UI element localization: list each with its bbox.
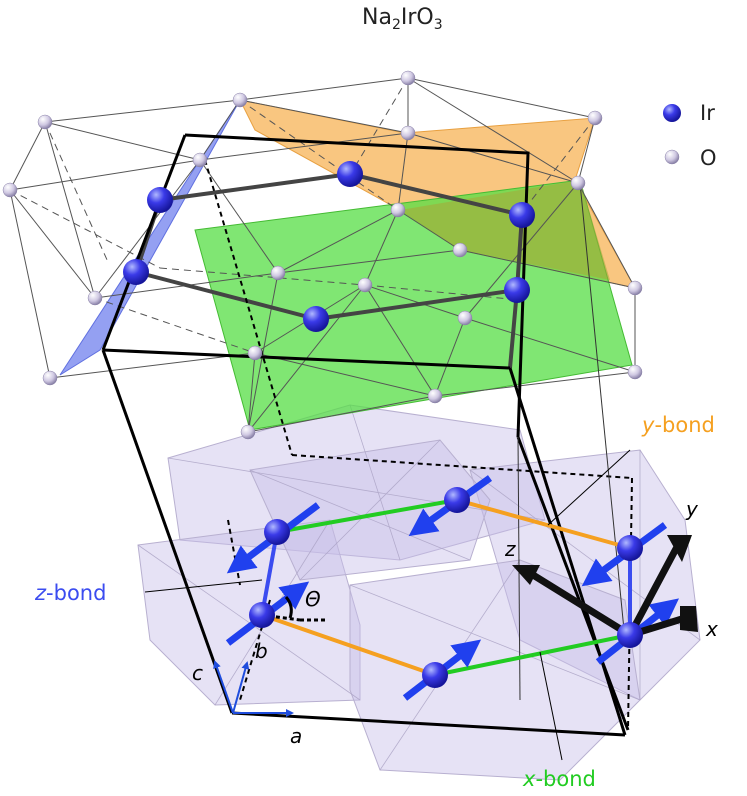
oxygen-atom [42, 370, 58, 386]
theta-label: Θ [305, 587, 321, 611]
upper-octahedra-wireframe [9, 77, 636, 433]
iridium-atom [123, 259, 149, 285]
theta-arc [284, 596, 293, 619]
oxygen-atom [240, 424, 256, 440]
olive-overlap [400, 180, 610, 280]
spin-x-label: x [705, 617, 718, 641]
iridium-atom [303, 306, 329, 332]
oxygen-atom [270, 265, 286, 281]
oxygen-atom [390, 202, 406, 218]
z-bond-label: z-bond [34, 581, 106, 605]
axis-c-label: c [192, 661, 203, 685]
iridium-atom [337, 161, 363, 187]
x-bond-line [434, 633, 631, 677]
oxygen-atom [570, 175, 586, 191]
legend-ir-label: Ir [700, 101, 715, 125]
oxygen-atom [232, 92, 248, 108]
formula-title: Na2IrO3 [362, 5, 443, 33]
oxygen-atom [400, 125, 416, 141]
y-bond-line [456, 498, 631, 550]
oxygen-atom [627, 364, 643, 380]
x-bond-line [276, 498, 458, 534]
oxygen-atom [627, 280, 643, 296]
oxygen-atom [587, 110, 603, 126]
y-bond-label: y-bond [641, 413, 715, 437]
oxygen-atom [457, 310, 473, 326]
z-bond-leader [144, 579, 263, 593]
iridium-atom [249, 602, 275, 628]
oxygen-atom [357, 277, 373, 293]
iridium-atom [422, 662, 448, 688]
x-axis-cone [680, 606, 698, 632]
iridium-atom [509, 202, 535, 228]
axis-a-label: a [290, 724, 302, 748]
oxygen-atom [192, 152, 208, 168]
z-axis-cone [512, 565, 540, 585]
spin-z-label: z [504, 537, 516, 561]
oxygen-atom [87, 290, 103, 306]
iridium-atom [504, 277, 530, 303]
x-bond-leader [539, 651, 563, 761]
spin-y-label: y [685, 497, 699, 521]
theta-arc [261, 613, 301, 622]
upper-honeycomb [134, 172, 524, 369]
iridium-atom [617, 535, 643, 561]
oxygen-atom [2, 182, 18, 198]
z-bond-line [260, 531, 279, 616]
iridium-atom [617, 622, 643, 648]
legend: Ir O [663, 101, 717, 170]
oxygen-atom [400, 70, 416, 86]
iridium-atom [264, 519, 290, 545]
y-bond-leader [547, 449, 631, 526]
axis-b-label: b [255, 639, 268, 663]
legend-o-swatch [664, 149, 680, 165]
lattice-axes [213, 660, 294, 717]
legend-o-label: O [700, 146, 717, 170]
oxygen-atom [427, 388, 443, 404]
x-bond-label: x-bond [522, 767, 596, 791]
legend-ir-swatch [663, 104, 681, 122]
iridium-atom [444, 487, 470, 513]
y-axis-cone [667, 535, 692, 562]
octahedron [349, 559, 641, 781]
upper-dashed-edges [9, 77, 596, 354]
y-bond-line [261, 613, 436, 677]
oxygen-atom [247, 345, 263, 361]
unit-cell [101, 133, 630, 737]
iridium-atom [147, 187, 173, 213]
oxygen-atom [37, 114, 53, 130]
atoms [2, 70, 643, 688]
oxygen-atom [452, 242, 468, 258]
